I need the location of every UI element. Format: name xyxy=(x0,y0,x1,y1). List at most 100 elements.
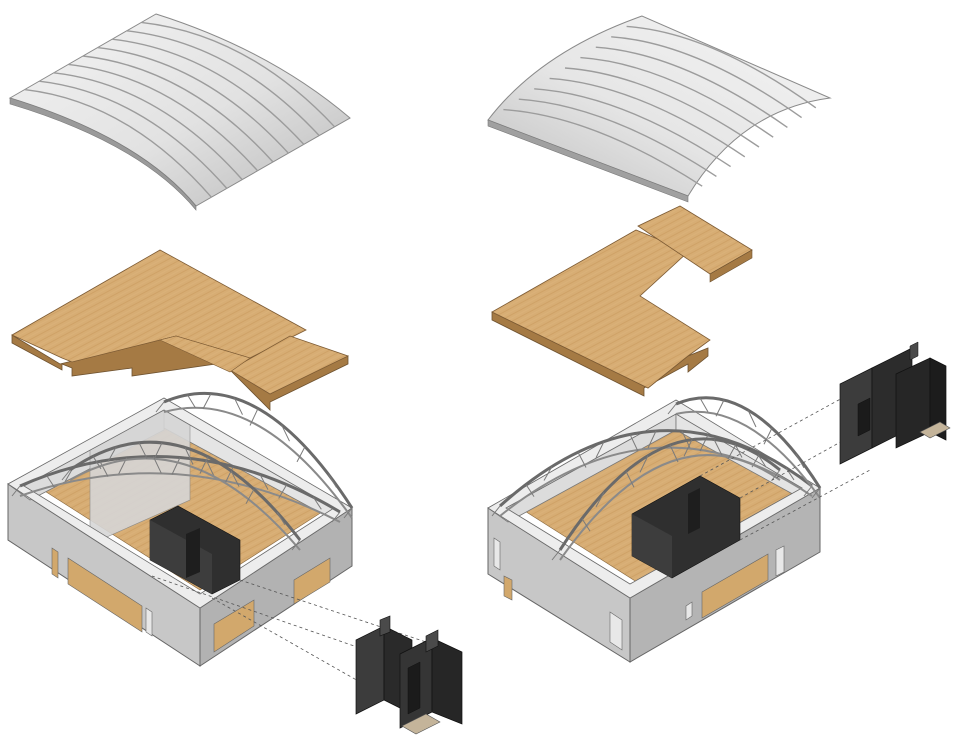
truss-web xyxy=(595,441,605,458)
roof-rib xyxy=(24,88,212,198)
window-left-4 xyxy=(213,599,255,653)
window-right-3 xyxy=(609,611,623,651)
roof-left-edge xyxy=(9,97,197,211)
roof-rib xyxy=(626,25,817,109)
truss-web xyxy=(543,466,553,481)
roof-rib xyxy=(534,88,731,168)
wood-floor-right xyxy=(491,205,753,397)
view-right xyxy=(487,15,951,663)
truss-web xyxy=(331,511,341,523)
module-inside-right xyxy=(631,475,741,579)
truss-web xyxy=(291,539,301,551)
roof-rib xyxy=(564,67,760,148)
truss-web xyxy=(249,408,259,426)
wood-floor-right-top xyxy=(491,229,711,389)
truss-chord xyxy=(499,446,813,517)
window-right-5 xyxy=(701,553,769,619)
truss-web xyxy=(278,484,288,499)
truss-web xyxy=(92,456,102,470)
truss-chord xyxy=(675,410,821,499)
roof-rib xyxy=(53,72,243,181)
window-left-3 xyxy=(145,607,153,637)
box-volume-left xyxy=(7,392,354,667)
box-right-windows xyxy=(493,537,785,651)
truss-web xyxy=(187,394,196,409)
roof-rib xyxy=(97,46,289,154)
wood-floor-left xyxy=(11,249,350,411)
truss-web xyxy=(811,487,821,499)
box-left-windows xyxy=(51,547,331,653)
module-inside-left xyxy=(149,505,241,595)
truss-web xyxy=(107,446,117,462)
truss-web xyxy=(669,444,679,463)
curved-roof-left xyxy=(8,13,351,211)
truss-web xyxy=(771,469,781,481)
truss-web xyxy=(202,393,212,410)
roof-rib xyxy=(503,108,703,187)
arched-trusses-right xyxy=(491,396,822,561)
roof-right-edge xyxy=(487,119,689,203)
roof-rib xyxy=(68,63,259,172)
truss-web xyxy=(296,446,306,463)
truss-web xyxy=(595,492,605,508)
curved-roof-right xyxy=(487,15,832,203)
truss-web xyxy=(155,401,165,413)
wood-floor-right-lobe-side xyxy=(709,249,753,283)
dark-module-left xyxy=(355,615,463,735)
arched-trusses-left xyxy=(11,392,354,551)
roof-rib xyxy=(82,55,274,163)
roof-rib xyxy=(611,36,803,119)
truss-web xyxy=(46,475,56,488)
roof-rib xyxy=(39,80,228,189)
truss-web xyxy=(577,452,587,468)
truss-web xyxy=(715,399,725,417)
truss-web xyxy=(61,469,71,481)
window-right-4 xyxy=(685,601,693,621)
roof-rib xyxy=(549,77,746,158)
window-right-2 xyxy=(503,575,513,601)
roof-left-ribs xyxy=(24,21,336,198)
truss-web xyxy=(153,442,163,460)
truss-web xyxy=(803,485,813,497)
roof-rib xyxy=(141,21,336,128)
roof-rib xyxy=(112,38,305,145)
truss-web xyxy=(699,397,709,413)
truss-web xyxy=(276,512,286,526)
window-left-2 xyxy=(67,557,143,633)
window-right-6 xyxy=(775,545,785,577)
truss-web xyxy=(763,427,773,445)
truss-web xyxy=(328,474,337,488)
truss-web xyxy=(647,430,657,449)
view-left xyxy=(7,13,463,735)
window-left-1 xyxy=(51,547,59,579)
truss-chord xyxy=(163,406,353,519)
truss-web xyxy=(343,507,353,519)
roof-rib xyxy=(580,56,774,138)
window-right-1 xyxy=(493,537,501,571)
window-left-5 xyxy=(293,557,331,605)
truss-chord xyxy=(559,454,781,561)
truss-web xyxy=(625,471,635,488)
truss-web xyxy=(667,403,677,415)
truss-web xyxy=(259,474,269,490)
roof-rib xyxy=(126,30,320,137)
truss-web xyxy=(224,466,234,483)
truss-web xyxy=(525,484,535,497)
truss-chord xyxy=(19,472,341,523)
truss-web xyxy=(234,397,243,415)
truss-web xyxy=(629,434,639,452)
truss-web xyxy=(683,439,693,457)
roof-rib xyxy=(595,46,788,128)
truss-web xyxy=(281,424,290,442)
truss-web xyxy=(184,447,194,465)
truss-web xyxy=(551,549,561,561)
truss-web xyxy=(11,485,21,497)
truss-web xyxy=(639,455,649,473)
truss-web xyxy=(99,461,109,477)
roof-rib xyxy=(518,98,717,177)
roof-right-top xyxy=(487,15,832,197)
truss-web xyxy=(171,457,181,475)
truss-web xyxy=(747,409,757,428)
